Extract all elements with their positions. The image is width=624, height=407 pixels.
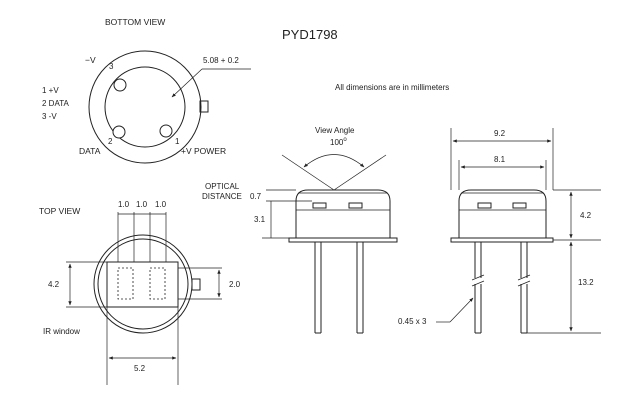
pin-legend: 1 +V 2 DATA 3 -V [42,86,69,121]
dim-13-2: 13.2 [578,278,594,287]
front-view-can [458,189,547,238]
break-gap-left [473,278,483,284]
pitch-dim: 5.08 + 0.2 [203,56,239,65]
dim-8-1: 8.1 [494,155,506,164]
side-view-element-right [348,202,363,209]
side-view: View Angle 100o OPTICAL DISTANCE 0.7 3.1 [202,126,398,334]
pin-2 [112,125,126,139]
front-view-element-right [512,202,527,209]
distance-label: DISTANCE [202,192,242,201]
power-label: +V POWER [181,146,226,156]
bottom-view-label: BOTTOM VIEW [105,17,165,27]
dim-1-0-c: 1.0 [155,200,167,209]
dim-4-2-top: 4.2 [48,280,60,289]
view-angle-line-right [333,154,387,191]
top-view-label: TOP VIEW [39,206,80,216]
dim-2-0: 2.0 [229,280,241,289]
pitch-arrow [171,68,203,98]
break-mark-left-a [471,274,485,281]
dim-1-0-b: 1.0 [136,200,148,209]
optical-label: OPTICAL [205,182,240,191]
side-view-can [295,189,391,238]
bottom-view: BOTTOM VIEW −V 3 2 1 DATA +V POWER 5.08 … [79,17,251,164]
pin-1-label: 1 [175,137,180,146]
ir-window [106,261,179,308]
diagram-title: PYD1798 [282,27,338,42]
break-mark-right-b [517,280,531,287]
break-mark-right-a [517,274,531,281]
break-mark-left-b [471,280,485,287]
pin-3-label: 3 [109,62,114,71]
pin-3 [113,78,127,92]
dim-4-2-front: 4.2 [580,211,592,220]
pin-1 [159,124,173,138]
dim-9-2: 9.2 [494,129,506,138]
units-note: All dimensions are in millimeters [335,83,449,92]
top-view-can-outer [93,234,193,334]
side-view-element-left [312,202,327,209]
bottom-view-can-outline [88,50,202,164]
dim-0-7: 0.7 [250,192,262,201]
front-view-element-left [477,202,492,209]
top-view-can-inner [97,238,189,330]
front-view: 9.2 8.1 4.2 13.2 0.45 x 3 [398,128,601,334]
legend-line-2: 2 DATA [42,99,69,108]
pin-size-leader [449,297,474,323]
legend-line-3: 3 -V [42,112,57,121]
sensor-element-left [117,267,134,300]
data-label: DATA [79,146,101,156]
pin-size: 0.45 x 3 [398,317,427,326]
minus-v-label: −V [85,55,96,65]
view-angle-arc [303,154,365,168]
top-view-tab [191,278,201,291]
bottom-view-tab [199,100,209,113]
break-gap-right [519,278,529,284]
top-view: TOP VIEW 1.0 1.0 1.0 4.2 2.0 IR window 5… [39,200,241,385]
sensor-element-right [149,267,166,300]
dim-5-2: 5.2 [134,364,146,373]
front-view-header [450,237,554,243]
view-angle-value: 100o [330,137,347,147]
side-view-header [288,237,398,243]
view-angle-line-left [281,154,335,191]
view-angle-label: View Angle [315,126,355,135]
dim-3-1: 3.1 [254,215,266,224]
pin-2-label: 2 [108,137,113,146]
dim-1-0-a: 1.0 [118,200,130,209]
bottom-view-pin-circle [104,66,186,148]
ir-window-label: IR window [43,327,80,336]
legend-line-1: 1 +V [42,86,59,95]
